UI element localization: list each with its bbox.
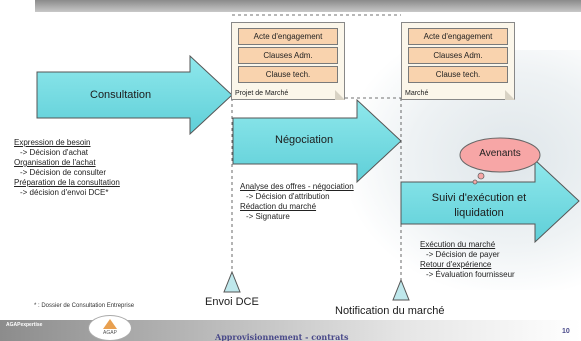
note-line: -> décision d'envoi DCE* <box>20 188 109 197</box>
notification-milestone-triangle <box>392 279 410 301</box>
doc-item-clauses-adm: Clauses Adm. <box>408 47 508 64</box>
marche-document: Acte d'engagement Clauses Adm. Clause te… <box>401 22 515 100</box>
page-number: 10 <box>562 328 570 335</box>
note-line: -> Décision d'attribution <box>246 192 330 201</box>
note-line: Rédaction du marché <box>240 202 317 211</box>
consultation-arrow <box>36 54 233 136</box>
footer-brand: AGAPexpertise <box>6 322 43 328</box>
avenants-label: Avenants <box>479 148 521 159</box>
note-line: Retour d'expérience <box>420 260 492 269</box>
footnote: * : Dossier de Consultation Entreprise <box>34 303 135 309</box>
projet-marche-document: Acte d'engagement Clauses Adm. Clause te… <box>231 22 345 100</box>
negociation-arrow <box>232 98 402 184</box>
suivi-label: Suivi d'exécution et liquidation <box>431 192 527 219</box>
top-bar <box>35 0 581 12</box>
doc-item-clause-tech: Clause tech. <box>238 66 338 83</box>
consultation-label: Consultation <box>90 89 152 101</box>
note-line: -> Décision d'achat <box>20 148 89 157</box>
envoi-milestone-triangle <box>223 271 241 293</box>
negociation-label: Négociation <box>275 134 334 146</box>
footer-title: Approvisionnement - contrats <box>215 332 349 341</box>
note-line: -> Évaluation fournisseur <box>426 270 515 279</box>
doc-item-clauses-adm: Clauses Adm. <box>238 47 338 64</box>
doc-item-acte: Acte d'engagement <box>238 28 338 45</box>
doc-item-acte: Acte d'engagement <box>408 28 508 45</box>
note-line: -> Décision de payer <box>426 250 500 259</box>
doc-label: Projet de Marché <box>235 90 289 97</box>
footer-bar <box>0 320 581 341</box>
agap-logo: AGAP <box>88 315 132 341</box>
envoi-label: Envoi DCE <box>205 296 259 308</box>
suivi-arrow <box>400 158 580 244</box>
consultation-notes: Expression de besoin -> Décision d'achat… <box>14 138 120 198</box>
note-line: Analyse des offres - négociation <box>240 182 354 191</box>
logo-text: AGAP <box>103 330 117 336</box>
note-line: Exécution du marché <box>420 240 496 249</box>
note-line: Expression de besoin <box>14 138 91 147</box>
page-fold <box>335 90 345 100</box>
logo-mark-icon <box>103 319 117 329</box>
suivi-notes: Exécution du marché -> Décision de payer… <box>420 240 515 280</box>
notification-label: Notification du marché <box>335 305 445 317</box>
doc-label: Marché <box>405 90 429 97</box>
note-line: -> Signature <box>246 212 290 221</box>
note-line: -> Décision de consulter <box>20 168 107 177</box>
negociation-notes: Analyse des offres - négociation -> Déci… <box>240 182 354 222</box>
note-line: Préparation de la consultation <box>14 178 120 187</box>
doc-item-clause-tech: Clause tech. <box>408 66 508 83</box>
avenants-cloud <box>459 137 541 185</box>
page-fold <box>505 90 515 100</box>
note-line: Organisation de l'achat <box>14 158 96 167</box>
